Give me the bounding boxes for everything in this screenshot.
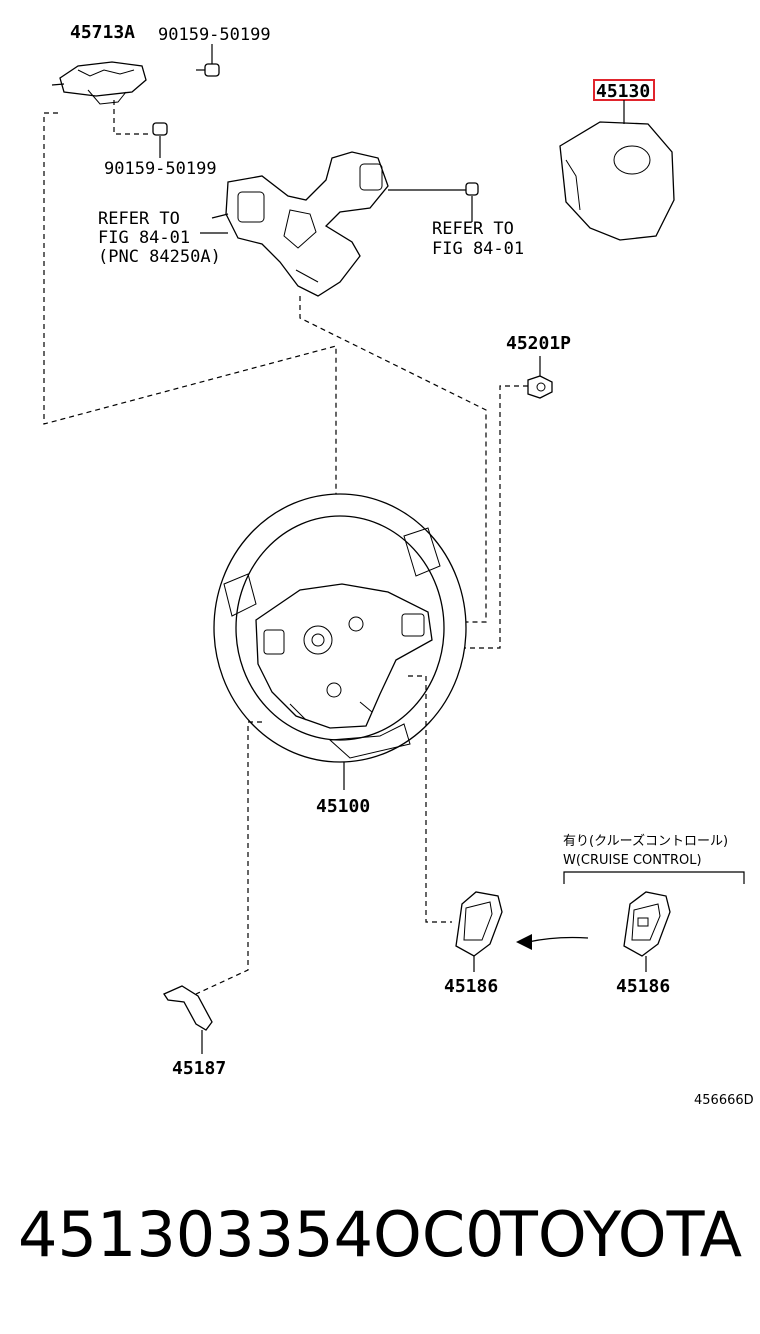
label-45187: 45187 [172,1058,226,1079]
bolt-mid-part[interactable] [152,122,168,136]
diagram-code: 456666D [694,1093,754,1108]
cover-45186-right-part[interactable] [623,891,671,957]
footer-brand: TOYOTA [499,1198,742,1271]
label-bolt-top: 90159-50199 [158,25,271,45]
cover-45187-part[interactable] [163,985,213,1031]
cruise-note-english: W(CRUISE CONTROL) [563,853,702,868]
label-45713a: 45713A [70,22,135,43]
label-45130[interactable]: 45130 [596,81,650,102]
refer-left-line3: (PNC 84250A) [98,247,221,267]
lower-cover-part[interactable] [225,151,389,297]
bracket-45713a-part[interactable] [51,61,147,105]
cover-45186-left-part[interactable] [455,891,503,957]
label-bolt-mid: 90159-50199 [104,159,217,179]
refer-left-line2: FIG 84-01 [98,228,190,248]
cruise-note-japanese: 有り(クルーズコントロール) [563,833,728,849]
nut-45201p-part[interactable] [527,375,553,399]
label-45186-right: 45186 [616,976,670,997]
footer-part-number: 451303354OC0 [18,1198,505,1271]
label-45186-left: 45186 [444,976,498,997]
label-45100: 45100 [316,796,370,817]
airbag-45130-part[interactable] [559,121,675,241]
refer-left-line1: REFER TO [98,209,180,229]
bolt-top-part[interactable] [196,63,220,77]
screw-right-part[interactable] [465,182,479,196]
refer-right-line2: FIG 84-01 [432,239,524,259]
steering-wheel-45100-part[interactable] [213,493,467,763]
refer-right-line1: REFER TO [432,219,514,239]
label-45201p: 45201P [506,333,571,354]
